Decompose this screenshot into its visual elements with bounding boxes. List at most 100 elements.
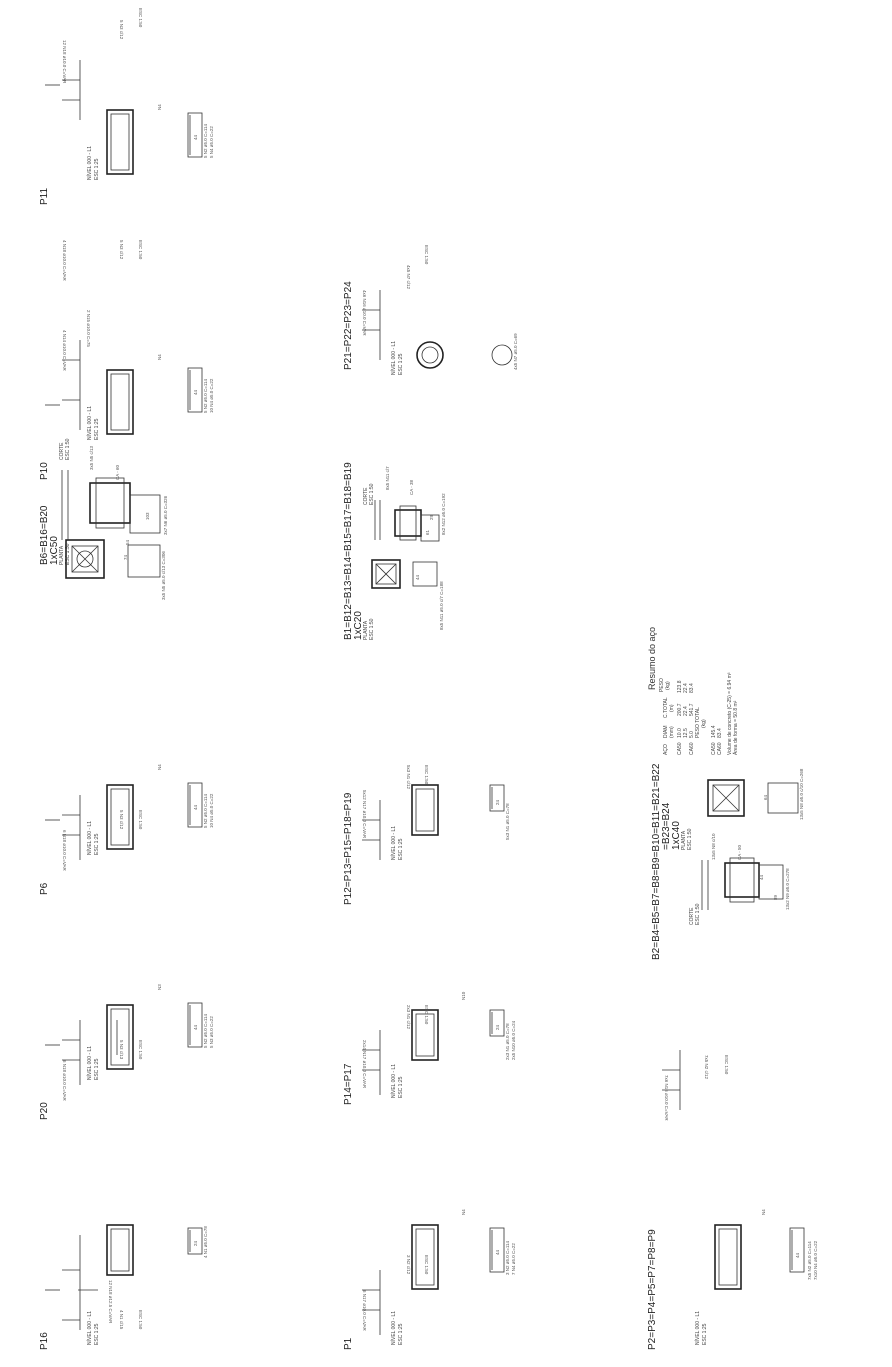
p11-stirrup-note2: 5 N4 ø5.0 C=22 xyxy=(209,126,214,158)
p2-dim-a: 44 xyxy=(795,1252,800,1258)
p1-scale2: ESC 1:50 xyxy=(424,1255,429,1275)
summary-row-2-aco: CA60 xyxy=(689,742,695,755)
b1-drawing xyxy=(371,500,440,589)
p16-stir-count: 4 N1 c/15 xyxy=(119,1310,124,1330)
p20-section xyxy=(45,1002,203,1085)
p20-scale2: ESC 1:50 xyxy=(138,1040,143,1060)
p16-title: P16 xyxy=(39,1332,50,1350)
p16-level: NÍVEL 000 - L1 xyxy=(87,1310,93,1345)
p6-n-label: N4 xyxy=(157,764,162,770)
b6-corte-scale: ESC 1:50 xyxy=(65,438,71,460)
p10-scale2: ESC 1:50 xyxy=(138,240,143,260)
p6-long-note: 6 N18 ø10.0 C=VAR xyxy=(62,830,67,871)
p12-stir-count: 5x3 N1 c/12 xyxy=(406,765,411,790)
b6-dim-54: 54 xyxy=(125,539,130,545)
p12-level: NÍVEL 000 - L1 xyxy=(391,825,397,860)
p11-title: P11 xyxy=(39,187,50,205)
p10-section xyxy=(45,340,203,435)
p2-stirrup-note: 7x5 N2 ø5.0 C=114 xyxy=(807,1241,812,1280)
p21-title: P21=P22=P23=P24 xyxy=(343,281,354,370)
p10-long-note2: 2 N15 ø10.0 C=75 xyxy=(86,310,91,347)
p12-long-note: 5x12 N17 ø10.0 C=VAR xyxy=(362,790,367,839)
p10-title: P10 xyxy=(39,462,50,480)
p2-title: P2=P3=P4=P5=P7=P8=P9 xyxy=(647,1229,658,1350)
p1-scale: ESC 1:25 xyxy=(398,1323,404,1345)
b6-dim: 74 xyxy=(123,554,128,560)
p21-scale: ESC 1:25 xyxy=(398,353,404,375)
p21-long-note: 4x6 N16 ø10.0 C=VAR xyxy=(362,290,367,336)
p16-scale: ESC 1:25 xyxy=(94,1323,100,1345)
summary-h-aco: AÇO xyxy=(663,744,669,755)
p1-level: NÍVEL 000 - L1 xyxy=(391,1310,397,1345)
p16-stirrup-note: 4 N1 ø5.0 C=78 xyxy=(203,1226,208,1258)
b6-plan-note: 3x5 N5 ø5.0 c/13 C=306 xyxy=(161,551,166,600)
b2-dim: 64 xyxy=(763,794,768,800)
b2-corte-note: 13x2 N9 ø5.0 C=278 xyxy=(785,868,790,910)
b1-stir-top: 8x5 N11 c/7 xyxy=(385,466,390,490)
p20-level: NÍVEL 000 - L1 xyxy=(87,1045,93,1080)
b6-stir-top: 3x5 N5 c/13 xyxy=(89,445,94,470)
p2-long-note: 7x6 N16 ø10.0 C=VAR xyxy=(664,1075,669,1121)
p6-scale: ESC 1:25 xyxy=(94,833,100,855)
b2-dim-89: 89 xyxy=(773,894,778,900)
p1-long-note: 6 N17 ø10.0 C=VAR xyxy=(362,1290,367,1331)
p11-section xyxy=(45,60,203,175)
p2-stirrup-note2: 7x10 N4 ø5.0 C=22 xyxy=(813,1240,818,1280)
p12-dim-a: 24 xyxy=(495,799,500,805)
p6-title: P6 xyxy=(39,882,50,895)
b1-plan-note: 8x5 N11 ø5.0 c/7 C=188 xyxy=(439,581,444,630)
p21-level: NÍVEL 000 - L1 xyxy=(391,340,397,375)
p14-section xyxy=(362,1009,505,1095)
summary-tot-1-aco: CA60 xyxy=(717,742,723,755)
p6-scale2: ESC 1:50 xyxy=(138,810,143,830)
p1-stirrup-note2: 7 N4 ø5.0 C=22 xyxy=(511,1243,516,1275)
p14-title: P14=P17 xyxy=(343,1063,354,1105)
p10-scale: ESC 1:25 xyxy=(94,418,100,440)
p14-stirrup-note2: 2x5 N10 ø5.0 C=24 xyxy=(511,1020,516,1060)
summary-title: Resumo do aço xyxy=(647,626,657,690)
p21-stir-count: 4x5 N7 c/12 xyxy=(406,265,411,290)
p11-n-label: N4 xyxy=(157,104,162,110)
p2-n-label: N4 xyxy=(761,1209,766,1215)
b2-scale: ESC 1:50 xyxy=(687,828,693,850)
p16-long-note: 12 N18 ø12.5 C=VAR xyxy=(108,1280,113,1324)
p16-dim-a: 24 xyxy=(193,1240,198,1246)
p2-scale2: ESC 1:50 xyxy=(724,1055,729,1075)
p1-stirrup-note: 3 N2 ø5.0 C=114 xyxy=(505,1240,510,1275)
p12-scale: ESC 1:25 xyxy=(398,838,404,860)
p12-stirrup-note: 5x3 N1 ø5.0 C=78 xyxy=(505,803,510,840)
p6-stirrup-note2: 10 N4 ø5.0 C=22 xyxy=(209,793,214,828)
b1-corte-scale: ESC 1:50 xyxy=(369,483,375,505)
p2-scale: ESC 1:25 xyxy=(702,1323,708,1345)
p14-level: NÍVEL 000 - L1 xyxy=(391,1063,397,1098)
b2-dim-44: 44 xyxy=(759,874,764,880)
p11-scale: ESC 1:25 xyxy=(94,158,100,180)
b1-dim-29: 29 xyxy=(429,514,434,520)
b1-ca: CA - 38 xyxy=(409,479,414,495)
p11-long-note: 12 N18 ø10.0 C=VAR xyxy=(62,40,67,84)
p16-scale2: ESC 1:50 xyxy=(138,1310,143,1330)
p6-stirrup-note: 5 N2 ø5.0 C=114 xyxy=(203,793,208,828)
p12-title: P12=P13=P15=P18=P19 xyxy=(343,792,354,905)
summary-tot-1-peso: 83.4 xyxy=(717,728,723,738)
summary-h-ctotal-u: (m) xyxy=(669,704,675,713)
b2-title: B2=B4=B5=B7=B8=B9=B10=B11=B21=B22 xyxy=(651,763,662,960)
p11-level: NÍVEL 000 - L1 xyxy=(87,145,93,180)
b2-stir-top: 13x5 N8 c/10 xyxy=(711,833,716,860)
b1-scale: ESC 1:50 xyxy=(369,618,375,640)
p1-section xyxy=(362,1224,505,1335)
summary-peso-total-u: (kg) xyxy=(701,719,707,728)
p10-stirrup-note2: 10 N4 ø5.0 C=22 xyxy=(209,378,214,413)
p6-dim-a: 44 xyxy=(193,804,198,810)
b2-drawing xyxy=(701,779,799,910)
p14-scale: ESC 1:25 xyxy=(398,1076,404,1098)
summary-row-2-peso: 83.4 xyxy=(689,683,695,693)
p1-title: P1 xyxy=(343,1337,354,1350)
p16-section xyxy=(45,1224,203,1330)
p11-dim-a: 44 xyxy=(193,134,198,140)
p20-dim-a: 44 xyxy=(193,1024,198,1030)
p20-stir-count: 5 N3 c/13 xyxy=(119,1040,124,1060)
p20-scale: ESC 1:25 xyxy=(94,1058,100,1080)
